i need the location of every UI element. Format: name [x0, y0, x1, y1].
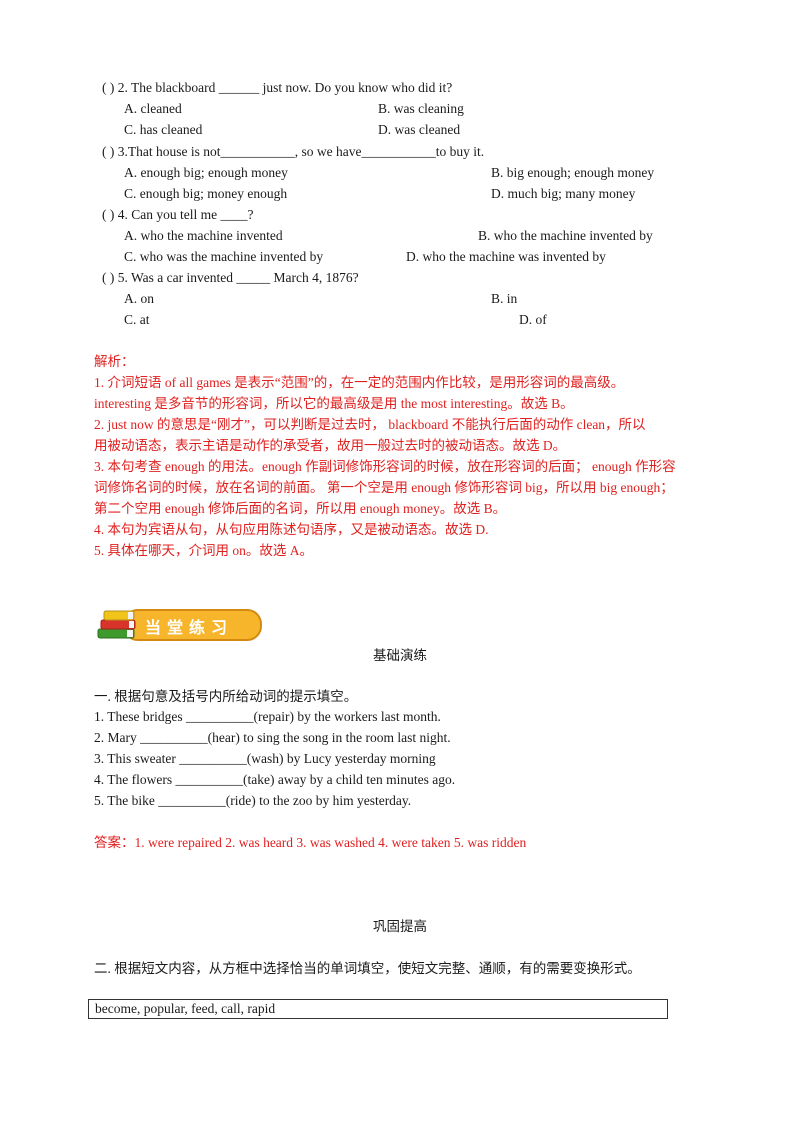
question-4-option-b: B. who the machine invented by [478, 228, 653, 243]
analysis-line: 4. 本句为宾语从句，从句应用陈述句语序，又是被动语态。故选 D. [94, 522, 489, 537]
word-box: become, popular, feed, call, rapid [88, 999, 668, 1019]
analysis-line: 第二个空用 enough 修饰后面的名词，所以用 enough money。故选… [94, 501, 507, 516]
section2-instruction: 二. 根据短文内容，从方框中选择恰当的单词填空，使短文完整、通顺，有的需要变换形… [94, 961, 641, 976]
question-3-option-a: A. enough big; enough money [124, 165, 288, 180]
books-icon [97, 610, 136, 639]
question-2-option-c: C. has cleaned [124, 122, 203, 137]
question-2-stem: ( ) 2. The blackboard ______ just now. D… [102, 80, 453, 95]
question-2-option-a: A. cleaned [124, 101, 182, 116]
question-2-option-b: B. was cleaning [378, 101, 464, 116]
question-2-option-d: D. was cleaned [378, 122, 461, 137]
section1-title: 基础演练 [373, 648, 427, 663]
analysis-line: 1. 介词短语 of all games 是表示“范围”的，在一定的范围内作比较… [94, 375, 625, 390]
question-5-option-b: B. in [491, 291, 518, 306]
analysis-line: interesting 是多音节的形容词，所以它的最高级是用 the most … [94, 396, 574, 411]
exercise-item: 5. The bike __________(ride) to the zoo … [94, 793, 412, 808]
exercise-item: 2. Mary __________(hear) to sing the son… [94, 730, 451, 745]
answer-line: 答案：1. were repaired 2. was heard 3. was … [94, 835, 527, 850]
section-badge: 当堂练习 [95, 603, 262, 643]
section1-instruction: 一. 根据句意及括号内所给动词的提示填空。 [94, 689, 358, 704]
badge-pill: 当堂练习 [123, 609, 262, 641]
question-5-option-c: C. at [124, 312, 150, 327]
exercise-item: 1. These bridges __________(repair) by t… [94, 709, 441, 724]
exercise-item: 3. This sweater __________(wash) by Lucy… [94, 751, 436, 766]
badge-label: 当堂练习 [145, 618, 234, 637]
analysis-line: 词修饰名词的时候，放在名词的前面。 第一个空是用 enough 修饰形容词 bi… [94, 480, 674, 495]
analysis-line: 5. 具体在哪天，介词用 on。故选 A。 [94, 543, 313, 558]
question-3-option-d: D. much big; many money [491, 186, 636, 201]
question-4-option-c: C. who was the machine invented by [124, 249, 324, 264]
question-4-option-a: A. who the machine invented [124, 228, 283, 243]
question-3-stem: ( ) 3.That house is not___________, so w… [102, 144, 485, 159]
analysis-line: 2. just now 的意思是“刚才”，可以判断是过去时， blackboar… [94, 417, 646, 432]
question-5-option-a: A. on [124, 291, 154, 306]
analysis-line: 用被动语态，表示主语是动作的承受者，故用一般过去时的被动语态。故选 D。 [94, 438, 567, 453]
question-4-stem: ( ) 4. Can you tell me ____? [102, 207, 254, 222]
question-5-option-d: D. of [519, 312, 547, 327]
question-3-option-b: B. big enough; enough money [491, 165, 655, 180]
question-4-option-d: D. who the machine was invented by [406, 249, 606, 264]
question-5-stem: ( ) 5. Was a car invented _____ March 4,… [102, 270, 359, 285]
analysis-title: 解析： [94, 354, 135, 369]
question-3-option-c: C. enough big; money enough [124, 186, 288, 201]
section2-title: 巩固提高 [373, 919, 427, 934]
analysis-line: 3. 本句考查 enough 的用法。enough 作副词修饰形容词的时候，放在… [94, 459, 676, 474]
exercise-item: 4. The flowers __________(take) away by … [94, 772, 456, 787]
